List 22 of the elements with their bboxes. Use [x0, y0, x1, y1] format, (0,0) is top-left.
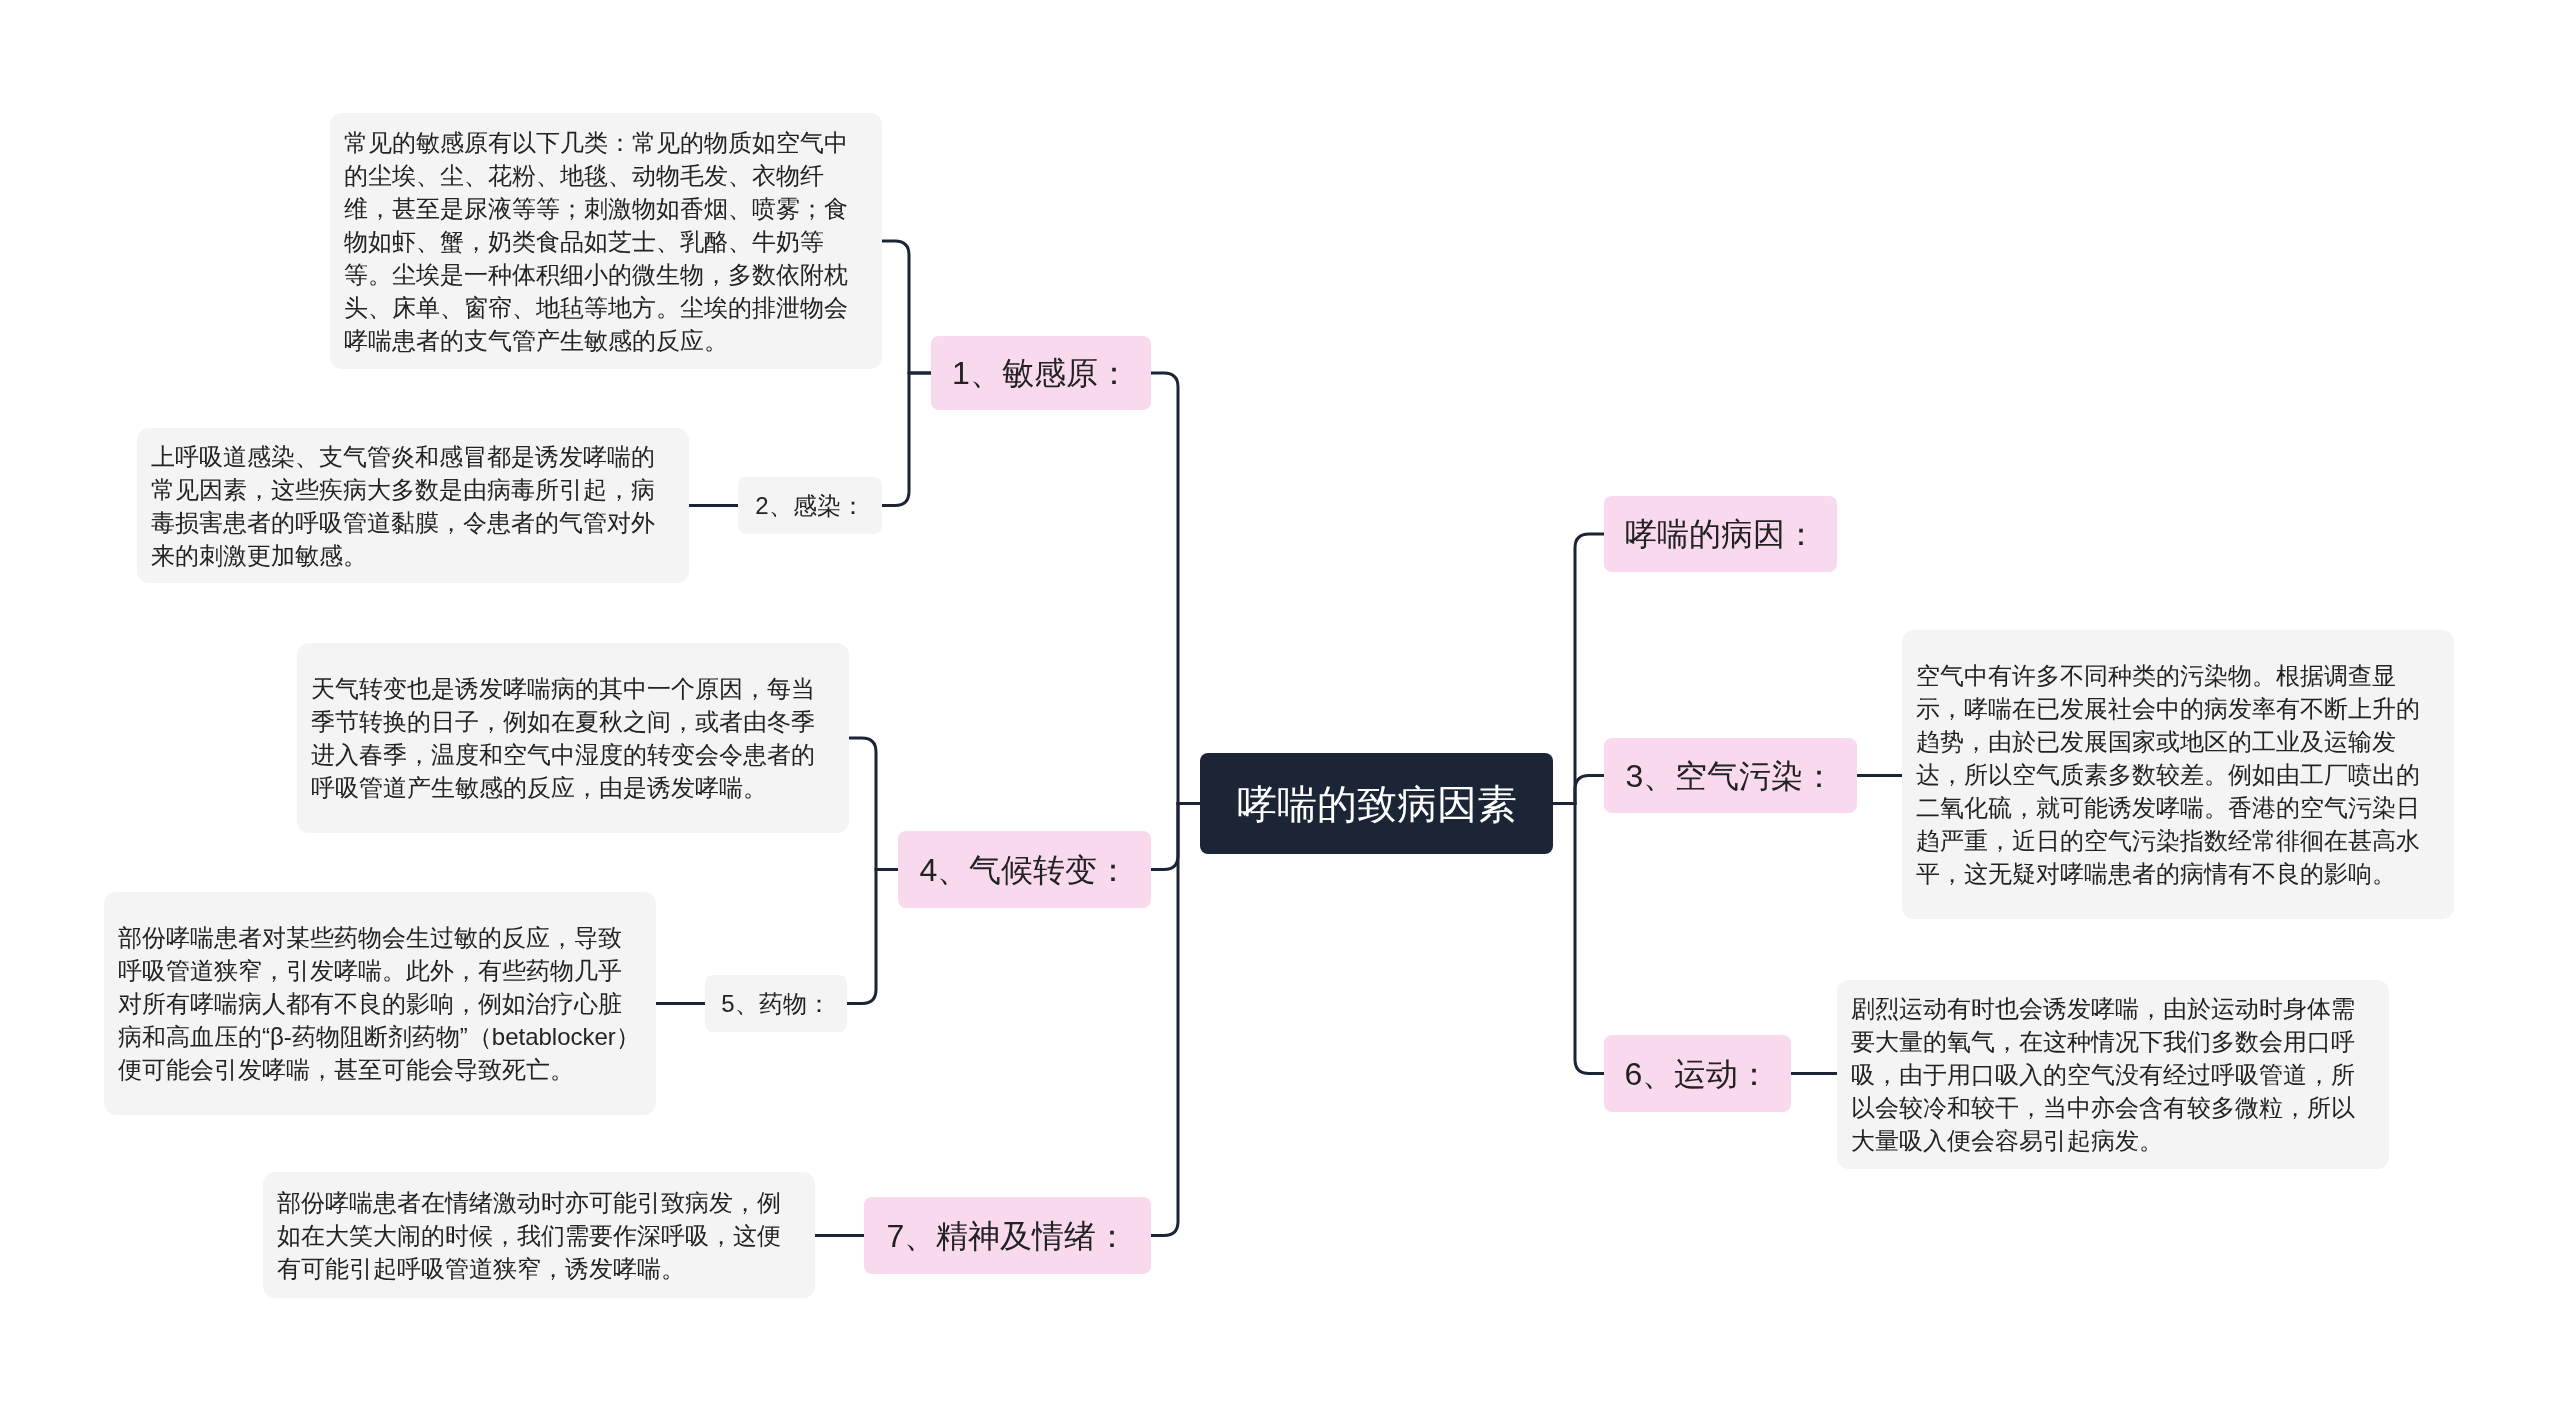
subtopic-label: 5、药物： — [705, 975, 847, 1032]
root-topic: 哮喘的致病因素 — [1200, 753, 1553, 854]
note-text: 空气中有许多不同种类的污染物。根据调查显示，哮喘在已发展社会中的病发率有不断上升的趋势，由於已发展国家或地区的工业及运输发达，所以空气质素多数较差。例如由工厂喷出的二氧化硫，就可能诱发哮喘。香港的空气污染日趋严重，近日的空气污染指数经常徘徊在甚高水平，这无疑对哮喘患者的病情有不良的影响。 — [1902, 630, 2454, 919]
subtopic-label: 2、感染： — [738, 477, 882, 534]
note-text: 上呼吸道感染、支气管炎和感冒都是诱发哮喘的常见因素，这些疾病大多数是由病毒所引起，病毒损害患者的呼吸管道黏膜，令患者的气管对外来的刺激更加敏感。 — [137, 428, 689, 583]
topic-label: 1、敏感原： — [931, 336, 1151, 410]
connector-line — [1857, 774, 1902, 777]
note-text: 天气转变也是诱发哮喘病的其中一个原因，每当季节转换的日子，例如在夏秋之间，或者由冬季进入春季，温度和空气中湿度的转变会令患者的呼吸管道产生敏感的反应，由是诱发哮喘。 — [297, 643, 849, 833]
topic-label: 4、气候转变： — [898, 831, 1151, 908]
note-text: 部份哮喘患者对某些药物会生过敏的反应，导致呼吸管道狭窄，引发哮喘。此外，有些药物几乎对所有哮喘病人都有不良的影响，例如治疗心脏病和高血压的“β-药物阻断剂药物”（betablocker）便可能会引发哮喘，甚至可能会导致死亡。 — [104, 892, 656, 1115]
connector-line — [815, 1234, 864, 1237]
note-text: 剧烈运动有时也会诱发哮喘，由於运动时身体需要大量的氧气，在这种情况下我们多数会用口呼吸，由于用口吸入的空气没有经过呼吸管道，所以会较冷和较干，当中亦会含有较多微粒，所以大量吸入便会容易引起病发。 — [1837, 980, 2389, 1169]
connector-line — [1791, 1072, 1837, 1075]
connector-line — [689, 504, 738, 507]
topic-label: 7、精神及情绪： — [864, 1197, 1151, 1274]
topic-label: 哮喘的病因： — [1604, 496, 1837, 572]
note-text: 常见的敏感原有以下几类：常见的物质如空气中的尘埃、尘、花粉、地毯、动物毛发、衣物纤维，甚至是尿液等等；刺激物如香烟、喷雾；食物如虾、蟹，奶类食品如芝士、乳酪、牛奶等等。尘埃是一种体积细小的微生物，多数依附枕头、床单、窗帘、地毡等地方。尘埃的排泄物会哮喘患者的支气管产生敏感的反应。 — [330, 113, 882, 369]
connector-line — [656, 1002, 705, 1005]
note-text: 部份哮喘患者在情绪激动时亦可能引致病发，例如在大笑大闹的时候，我们需要作深呼吸，这便有可能引起呼吸管道狭窄，诱发哮喘。 — [263, 1172, 815, 1298]
connector-line — [1151, 802, 1200, 1237]
topic-label: 6、运动： — [1604, 1035, 1791, 1112]
topic-label: 3、空气污染： — [1604, 738, 1857, 813]
